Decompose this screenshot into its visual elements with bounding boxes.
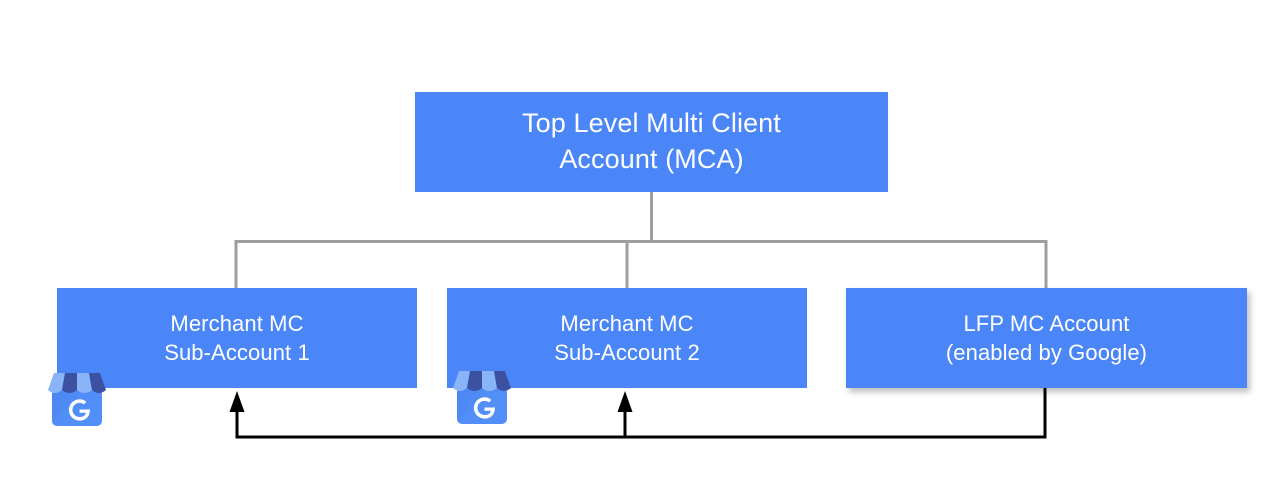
google-g-letter bbox=[473, 397, 495, 419]
tree-connectors bbox=[234, 192, 1048, 288]
node-lfp-mc-account-line1: LFP MC Account bbox=[963, 310, 1130, 336]
google-business-profile-icon bbox=[48, 373, 106, 426]
node-merchant-sub-account-2[interactable]: Merchant MC Sub-Account 2 bbox=[447, 288, 807, 388]
node-merchant-sub-account-1[interactable]: Merchant MC Sub-Account 1 bbox=[57, 288, 417, 388]
node-merchant-sub-account-1-line1: Merchant MC bbox=[170, 310, 304, 336]
node-merchant-sub-account-2-line1: Merchant MC bbox=[560, 310, 694, 336]
node-merchant-sub-account-2-line2: Sub-Account 2 bbox=[554, 340, 700, 365]
feedback-arrowhead-sub2 bbox=[617, 391, 633, 412]
node-top-level-mca-line2: Account (MCA) bbox=[559, 144, 744, 174]
feedback-arrowhead-sub1 bbox=[229, 391, 245, 412]
node-top-level-mca[interactable]: Top Level Multi Client Account (MCA) bbox=[415, 92, 888, 192]
feedback-arrows bbox=[229, 388, 1047, 439]
node-merchant-sub-account-1-line2: Sub-Account 1 bbox=[164, 340, 310, 365]
node-top-level-mca-line1: Top Level Multi Client bbox=[522, 108, 781, 139]
node-lfp-mc-account[interactable]: LFP MC Account (enabled by Google) bbox=[846, 288, 1247, 388]
google-g-letter bbox=[68, 399, 90, 421]
node-lfp-mc-account-line2: (enabled by Google) bbox=[945, 340, 1148, 365]
google-business-profile-icon bbox=[453, 371, 511, 424]
